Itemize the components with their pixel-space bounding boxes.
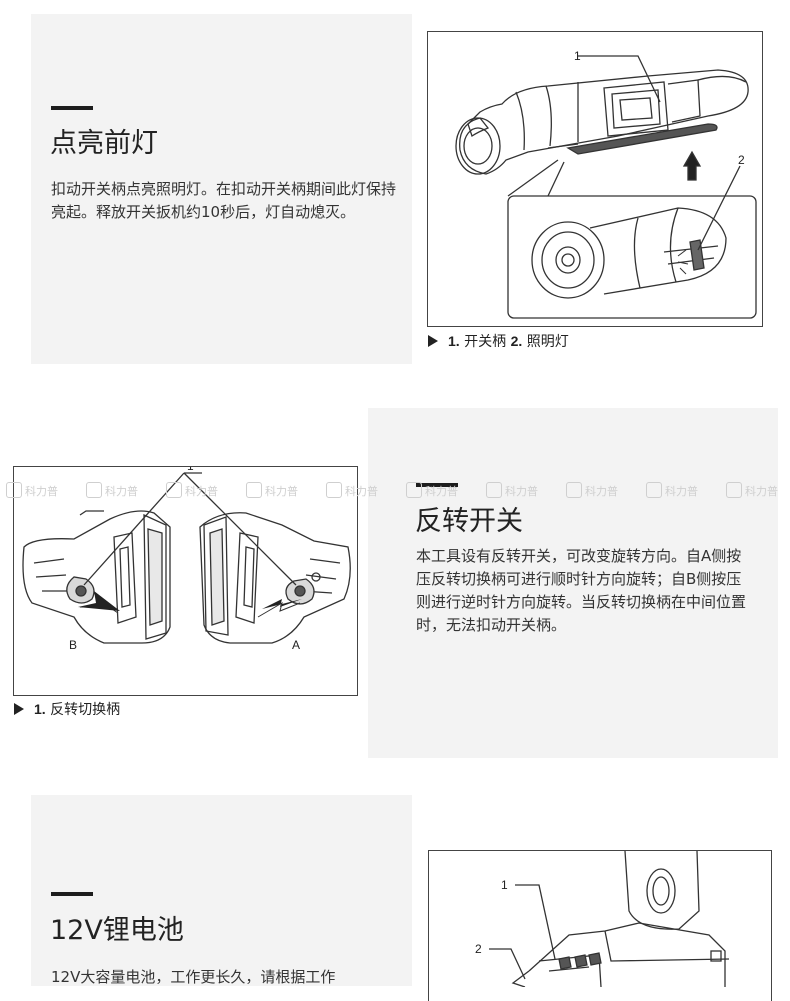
section-body-text: 本工具设有反转开关，可改变旋转方向。自A侧按压反转切换柄可进行顺时针方向旋转；自… — [416, 547, 747, 634]
callout-number: 2 — [738, 153, 745, 167]
watermark-logo: 科力普 — [6, 482, 86, 499]
reverse-switch-figure: 1 B A 1. 反转切换柄 — [0, 408, 368, 758]
caption-number: 2. — [510, 333, 523, 349]
callout-number: 2 — [475, 942, 482, 956]
callout-number: 1 — [187, 467, 194, 473]
figure-frame: 1 2 — [427, 31, 763, 327]
figure-frame: 1 B A — [13, 466, 358, 696]
section-title: 12V锂电池 — [50, 915, 184, 946]
section-reverse-switch-text-panel — [368, 408, 778, 758]
watermark-logo: 科力普 — [726, 482, 790, 499]
battery-illustration: 1 2 — [475, 851, 730, 987]
side-label-a: A — [292, 638, 300, 652]
caption-text: 照明灯 — [526, 334, 569, 350]
caption-number: 1. — [448, 333, 460, 349]
section-body-text: 扣动开关柄点亮照明灯。在扣动开关柄期间此灯保持亮起。释放开关扳机约10秒后，灯自… — [51, 180, 397, 221]
caption-arrow-icon — [428, 335, 438, 347]
figure-caption: 1. 反转切换柄 — [14, 700, 120, 719]
watermark-logo: 科力普 — [486, 482, 566, 499]
caption-text: 开关柄 — [464, 334, 507, 350]
watermark-logo: 科力普 — [326, 482, 406, 499]
section-battery-text-panel — [31, 795, 412, 986]
callout-number: 1 — [501, 878, 508, 892]
section-accent-bar — [51, 892, 93, 896]
watermark-logo: 科力普 — [246, 482, 326, 499]
caption-arrow-icon — [14, 703, 24, 715]
callout-number: 1 — [574, 49, 581, 63]
section-title: 点亮前灯 — [50, 128, 158, 159]
section-accent-bar — [416, 483, 458, 487]
watermark-logo: 科力普 — [86, 482, 166, 499]
watermark-logo: 科力普 — [566, 482, 646, 499]
impact-wrench-illustration: 1 2 — [455, 49, 757, 319]
side-label-b: B — [69, 638, 77, 652]
section-front-light-text-panel — [31, 14, 412, 364]
section-accent-bar — [51, 106, 93, 110]
figure-caption: 1. 开关柄 2. 照明灯 — [428, 332, 569, 351]
watermark-logo: 科力普 — [406, 482, 486, 499]
figure-frame: 1 2 — [428, 850, 772, 1001]
caption-number: 1. — [34, 701, 46, 717]
battery-figure: 1 2 — [412, 795, 778, 1001]
reverse-lever-illustration: 1 B A — [22, 467, 351, 652]
watermark-logo: 科力普 — [166, 482, 246, 499]
section-title: 反转开关 — [415, 506, 523, 537]
front-light-figure: 1 2 1. 开关柄 2. 照明灯 — [412, 14, 778, 364]
watermark-strip: 科力普科力普科力普科力普科力普科力普科力普科力普科力普科力普 — [6, 482, 790, 504]
section-body-text: 12V大容量电池，工作更长久，请根据工作 — [51, 968, 336, 986]
caption-text: 反转切换柄 — [50, 702, 121, 718]
watermark-logo: 科力普 — [646, 482, 726, 499]
